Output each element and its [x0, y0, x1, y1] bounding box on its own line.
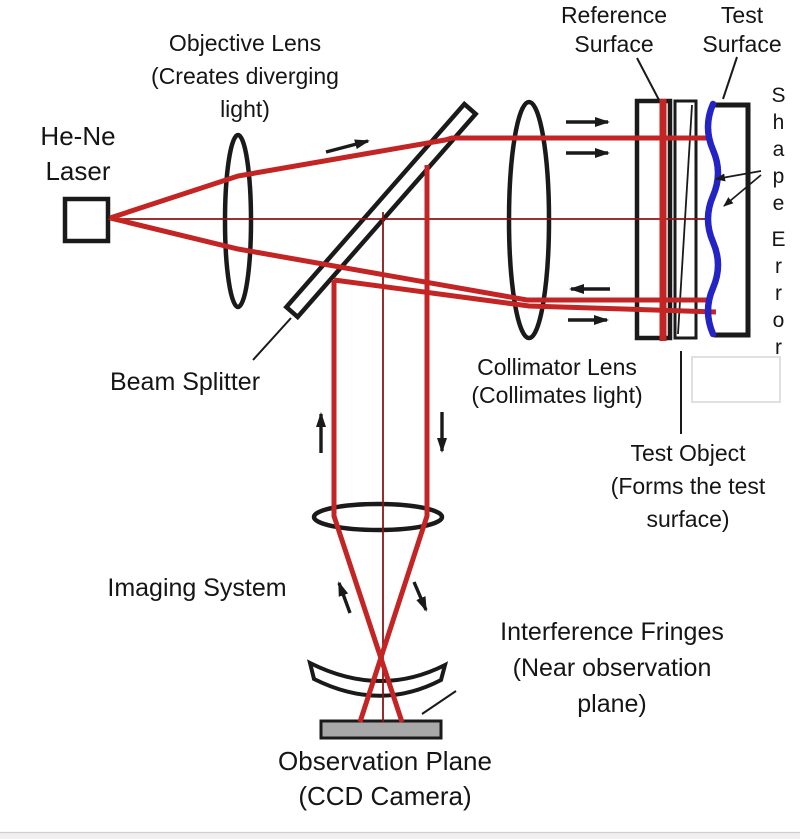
reference-surface-pointer	[636, 57, 660, 101]
test-surface-label: Test Surface	[702, 1, 781, 59]
observation-plane-label-line1: Observation Plane	[278, 746, 492, 776]
beam-splitter-pointer	[252, 317, 292, 361]
collimator-lens-label: Collimator Lens (Collimates light)	[471, 353, 642, 409]
fringes-pointer	[421, 690, 457, 715]
he-ne-laser-label-line2: Laser	[45, 156, 111, 186]
collimator-lens-label-line1: Collimator Lens	[477, 354, 637, 380]
he-ne-laser-label-line1: He-Ne	[40, 121, 116, 151]
beam-bottom-outgoing	[109, 215, 712, 303]
beam-bottom-return	[333, 277, 717, 315]
optical-axis-lines	[108, 212, 711, 722]
reference-surface-label: Reference Surface	[561, 1, 667, 59]
imaging-lens	[311, 501, 445, 533]
interference-fringes-label: Interference Fringes (Near observation p…	[500, 614, 724, 722]
beam-reflected-left	[331, 280, 405, 723]
beam-splitter-label: Beam Splitter	[110, 367, 260, 397]
observation-plane-label: Observation Plane (CCD Camera)	[278, 744, 492, 814]
interference-fringes-label-line3: plane)	[577, 690, 647, 718]
imaging-system-label-line1: Imaging System	[107, 574, 287, 602]
objective-lens-label-line1: Objective Lens	[168, 30, 322, 56]
objective-lens-label: Objective Lens (Creates diverging light)	[151, 27, 339, 126]
test-object-label-line2: (Forms the test	[610, 473, 766, 499]
laser-box	[62, 196, 111, 244]
objective-lens-label-line3: light)	[220, 96, 270, 122]
shape-error-label-word1: Shape	[767, 84, 790, 219]
beam-splitter-label-line1: Beam Splitter	[109, 368, 261, 396]
beam-reflected-right	[357, 165, 430, 723]
ccd-observation-plane	[319, 719, 443, 740]
shape-error-arrow-2-icon	[723, 174, 762, 207]
test-object-label: Test Object (Forms the test surface)	[611, 437, 766, 536]
shape-error-label-word2: Error	[767, 228, 790, 363]
objective-lens-label-line2: (Creates diverging	[151, 63, 339, 89]
test-surface-label-line2: Surface	[702, 31, 782, 57]
collimator-lens-label-line2: (Collimates light)	[471, 382, 643, 408]
arrow-down-converging-icon	[412, 581, 428, 612]
test-object-frame	[712, 102, 751, 338]
imaging-system-label: Imaging System	[107, 573, 286, 603]
beam-top-outgoing	[109, 135, 711, 221]
test-object-label-line1: Test Object	[630, 440, 746, 466]
reference-surface-label-line2: Surface	[574, 31, 654, 57]
interference-fringes-label-line2: (Near observation	[512, 654, 712, 682]
he-ne-laser-label: He-Ne Laser	[40, 119, 115, 189]
page-bottom-strip	[0, 833, 800, 839]
shape-error-arrow-1-icon	[715, 170, 762, 182]
test-surface-wave	[704, 100, 722, 338]
reference-surface-label-line1: Reference	[560, 2, 668, 28]
faint-artifact-box	[691, 356, 781, 403]
test-surface-pointer	[722, 56, 738, 100]
fringe-band	[307, 659, 449, 698]
observation-plane-label-line2: (CCD Camera)	[298, 781, 472, 811]
laser-beams	[109, 135, 717, 723]
test-object-label-line3: surface)	[646, 506, 730, 532]
arrow-toward-splitter-icon	[325, 139, 370, 154]
arrow-up-converging-icon	[337, 581, 352, 614]
objective-lens	[222, 132, 254, 310]
collimator-lens	[506, 99, 552, 341]
interference-fringes-label-line1: Interference Fringes	[500, 618, 724, 646]
test-surface-label-line1: Test	[720, 2, 764, 28]
